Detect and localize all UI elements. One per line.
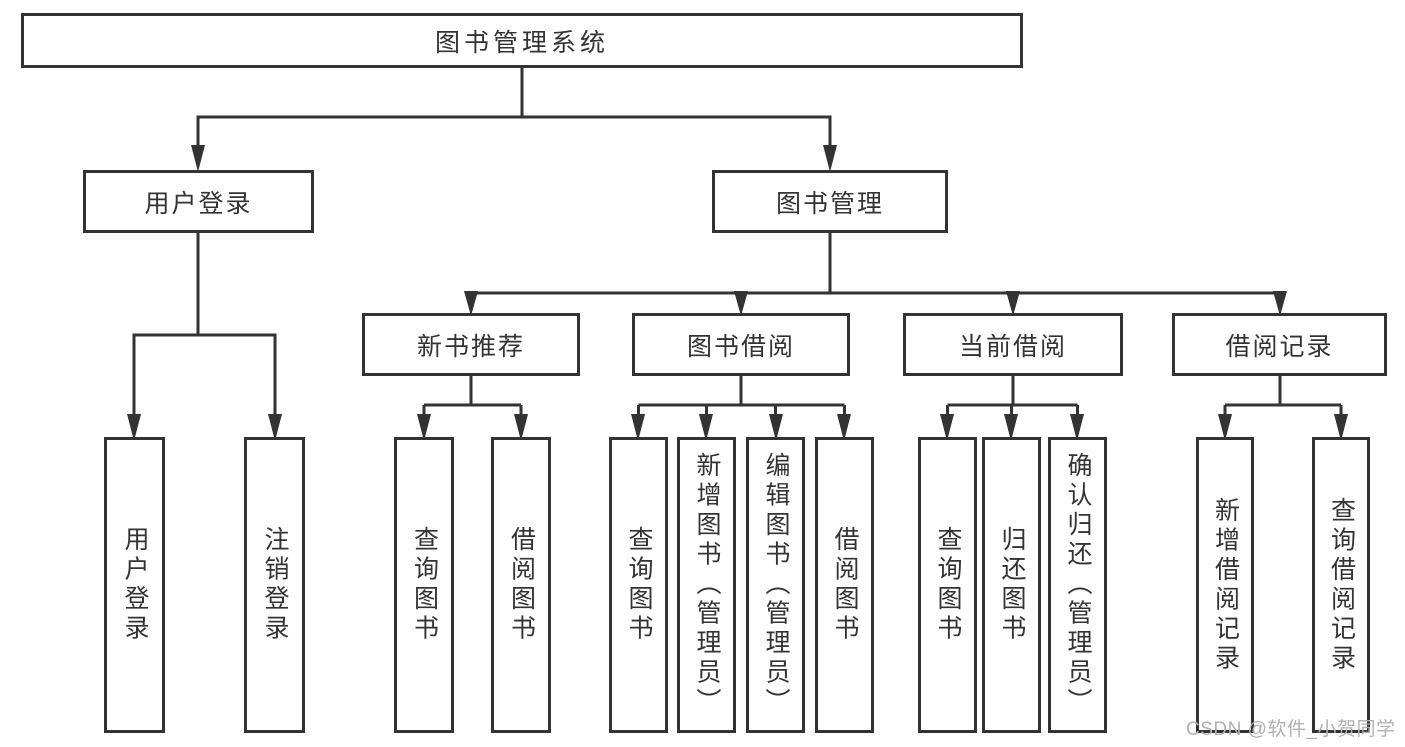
leaf-borrow-books-recommend: 借阅图书 bbox=[491, 437, 551, 733]
arrowhead bbox=[1273, 291, 1287, 316]
node-label: 编辑图书（管理员） bbox=[762, 452, 790, 718]
node-label: 注销登录 bbox=[261, 526, 289, 644]
arrowhead bbox=[734, 291, 748, 316]
arrowhead bbox=[191, 145, 205, 172]
arrowhead bbox=[268, 414, 282, 441]
connector-new-book-recommendation-to-leaves bbox=[417, 374, 528, 441]
arrowhead bbox=[837, 414, 851, 441]
csdn-watermark: CSDN @软件_小贺同学 bbox=[1186, 719, 1396, 740]
leaf-user-login: 用户登录 bbox=[104, 437, 165, 733]
arrowhead bbox=[823, 145, 837, 172]
leaf-query-borrow-record: 查询借阅记录 bbox=[1312, 437, 1370, 733]
arrowhead bbox=[769, 414, 783, 441]
node-label: 借阅图书 bbox=[507, 526, 536, 644]
leaf-add-book-admin: 新增图书（管理员） bbox=[677, 437, 736, 733]
arrowhead bbox=[940, 414, 954, 441]
node-label: 查询图书 bbox=[410, 526, 439, 644]
node-label: 借阅图书 bbox=[831, 526, 859, 644]
node-book-management: 图书管理 bbox=[712, 170, 948, 233]
leaf-query-books-recommend: 查询图书 bbox=[394, 437, 454, 733]
leaf-confirm-return-admin: 确认归还（管理员） bbox=[1048, 437, 1107, 733]
connector-borrowing-records-to-leaves bbox=[1218, 374, 1348, 441]
arrowhead bbox=[1070, 414, 1084, 441]
node-label: 查询图书 bbox=[625, 526, 653, 644]
leaf-query-books-current: 查询图书 bbox=[918, 437, 977, 733]
connector-book-borrowing-to-leaves bbox=[631, 374, 851, 441]
node-label: 查询借阅记录 bbox=[1327, 496, 1356, 674]
node-borrowing-records: 借阅记录 bbox=[1172, 313, 1387, 376]
node-user-login: 用户登录 bbox=[83, 170, 314, 233]
node-new-book-recommendation: 新书推荐 bbox=[362, 313, 580, 376]
leaf-borrow-books-borrowing: 借阅图书 bbox=[815, 437, 874, 733]
node-label: 归还图书 bbox=[998, 526, 1026, 644]
connector-user-login-to-leaves bbox=[127, 231, 282, 441]
leaf-edit-book-admin: 编辑图书（管理员） bbox=[746, 437, 805, 733]
arrowhead bbox=[1218, 414, 1232, 441]
arrowhead bbox=[464, 291, 478, 316]
node-label: 图书管理系统 bbox=[434, 28, 609, 57]
node-label: 图书管理 bbox=[775, 189, 884, 218]
node-label: 用户登录 bbox=[121, 526, 149, 644]
node-current-borrowing: 当前借阅 bbox=[903, 313, 1123, 376]
arrowhead bbox=[1006, 291, 1020, 316]
node-label: 图书借阅 bbox=[686, 332, 795, 361]
leaf-query-books-borrowing: 查询图书 bbox=[609, 437, 668, 733]
arrowhead bbox=[631, 414, 645, 441]
connector-book-management-to-level3 bbox=[464, 231, 1287, 316]
node-label: 借阅记录 bbox=[1225, 332, 1334, 361]
node-label: 确认归还（管理员） bbox=[1064, 452, 1092, 718]
node-label: 新书推荐 bbox=[416, 332, 525, 361]
arrowhead bbox=[1334, 414, 1348, 441]
node-book-borrowing: 图书借阅 bbox=[632, 313, 850, 376]
arrowhead bbox=[514, 414, 528, 441]
leaf-logout: 注销登录 bbox=[244, 437, 305, 733]
node-library-management-system: 图书管理系统 bbox=[21, 13, 1023, 68]
connector-current-borrowing-to-leaves bbox=[940, 374, 1084, 441]
node-label: 查询图书 bbox=[934, 526, 962, 644]
node-label: 新增图书（管理员） bbox=[693, 452, 721, 718]
node-label: 新增借阅记录 bbox=[1211, 496, 1240, 674]
arrowhead bbox=[1004, 414, 1018, 441]
node-label: 用户登录 bbox=[144, 189, 253, 218]
arrowhead bbox=[699, 414, 713, 441]
leaf-return-books: 归还图书 bbox=[982, 437, 1041, 733]
arrowhead bbox=[127, 414, 141, 441]
node-label: 当前借阅 bbox=[958, 332, 1067, 361]
leaf-add-borrow-record: 新增借阅记录 bbox=[1196, 437, 1254, 733]
arrowhead bbox=[417, 414, 431, 441]
connector-root-to-level2 bbox=[191, 66, 837, 172]
